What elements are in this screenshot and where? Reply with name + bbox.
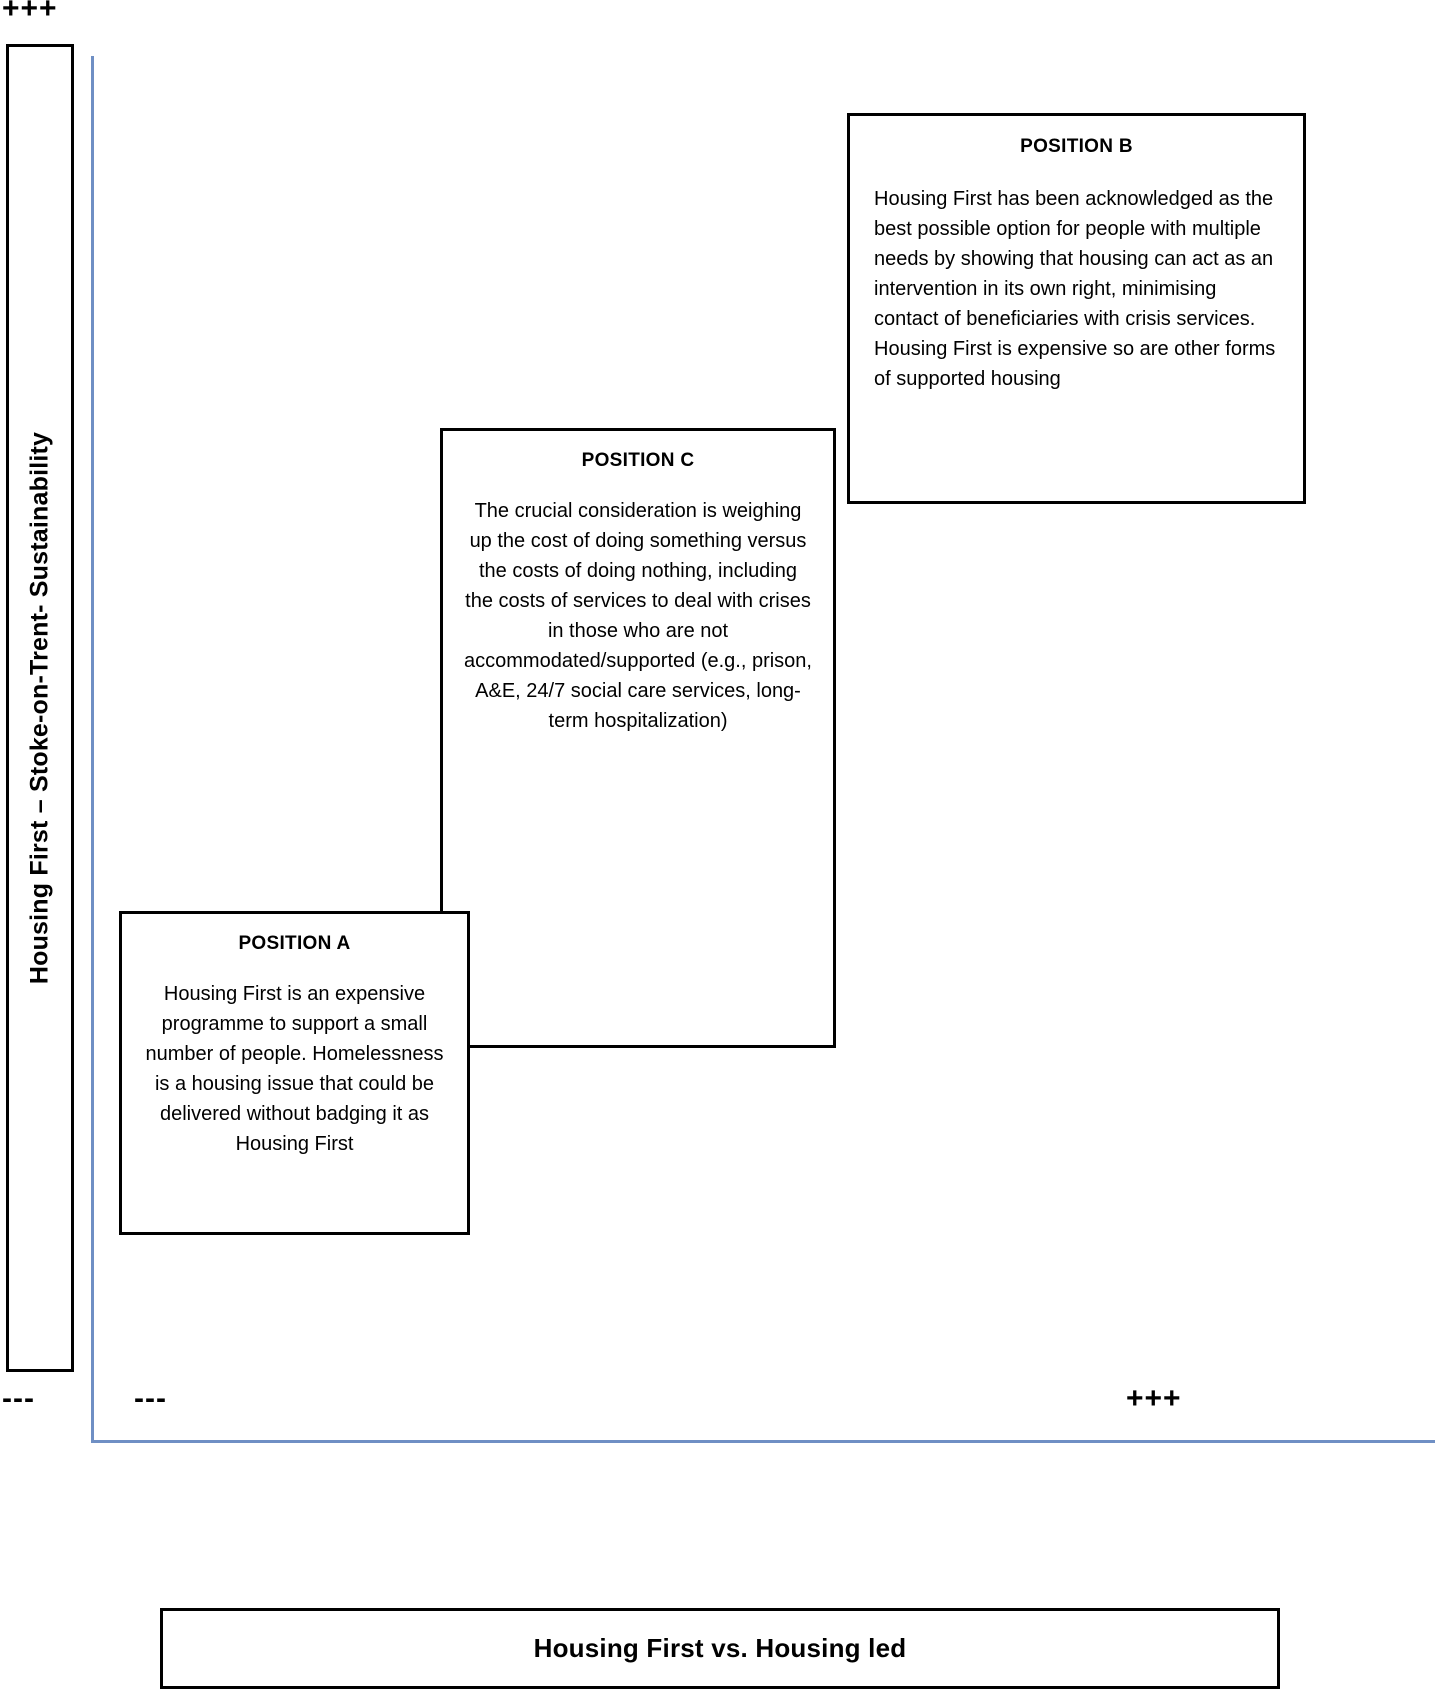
x-axis-high-tick: +++ <box>1126 1382 1182 1415</box>
position-c-title: POSITION C <box>581 450 695 471</box>
position-a-title: POSITION A <box>238 933 351 954</box>
x-axis-title: Housing First vs. Housing led <box>533 1633 907 1663</box>
y-axis-high-tick: +++ <box>2 0 58 25</box>
x-axis-title-box: Housing First vs. Housing led <box>160 1608 1280 1689</box>
position-b-box[interactable]: POSITION B Housing First has been acknow… <box>847 113 1306 504</box>
y-axis-line <box>91 56 94 1442</box>
y-axis-label: Housing First – Stoke-on-Trent- Sustaina… <box>25 431 54 985</box>
position-b-body: Housing First has been acknowledged as t… <box>874 188 1276 390</box>
position-c-body: The crucial consideration is weighing up… <box>464 500 812 732</box>
x-axis-line <box>91 1440 1435 1443</box>
y-axis-label-box: Housing First – Stoke-on-Trent- Sustaina… <box>6 44 74 1372</box>
position-b-title: POSITION B <box>1020 136 1133 157</box>
position-a-box[interactable]: POSITION A Housing First is an expensive… <box>119 911 470 1235</box>
position-c-box[interactable]: POSITION C The crucial consideration is … <box>440 428 836 1048</box>
position-a-body: Housing First is an expensive programme … <box>145 983 444 1155</box>
x-axis-low-tick: --- <box>134 1382 167 1415</box>
y-axis-low-tick: --- <box>2 1382 35 1415</box>
